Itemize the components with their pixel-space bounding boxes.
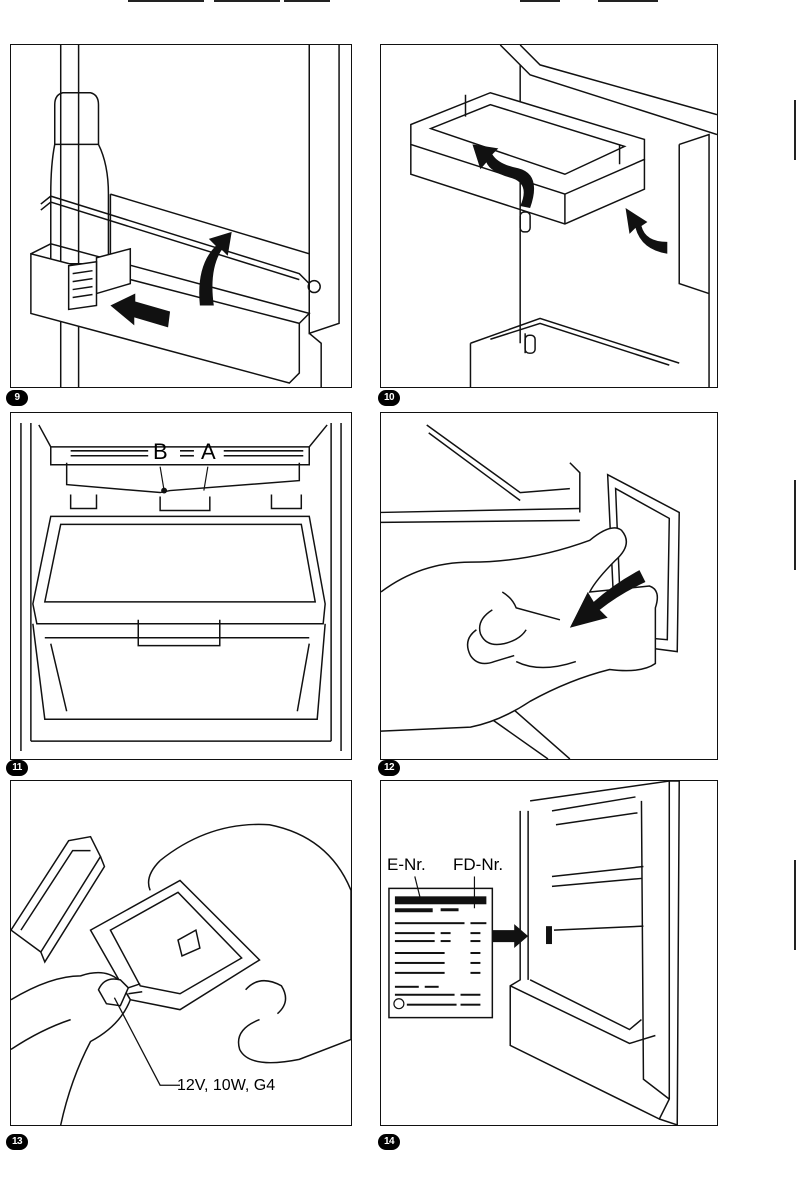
top-rule — [520, 0, 560, 2]
label-a: A — [201, 439, 216, 465]
crisper-drawer-drawing — [11, 413, 351, 759]
figure-13-illustration: 12V, 10W, G4 — [10, 780, 352, 1126]
rating-plate-drawing — [381, 781, 717, 1125]
door-rack-drawing — [11, 45, 351, 387]
figure-number: 10 — [378, 390, 400, 406]
light-cover-removal-drawing — [381, 413, 717, 759]
top-rule — [128, 0, 204, 2]
top-rule — [284, 0, 330, 2]
figure-number: 13 — [6, 1134, 28, 1150]
bulb-replacement-drawing — [11, 781, 351, 1125]
door-shelf-drawing — [381, 45, 717, 387]
label-e-nr: E-Nr. — [387, 855, 426, 875]
label-fd-nr: FD-Nr. — [453, 855, 503, 875]
figure-10-illustration — [380, 44, 718, 388]
top-rule — [598, 0, 658, 2]
figure-14-illustration: E-Nr. FD-Nr. — [380, 780, 718, 1126]
figure-11-illustration: B A — [10, 412, 352, 760]
figure-number: 14 — [378, 1134, 400, 1150]
top-rule — [214, 0, 280, 2]
figure-number: 9 — [6, 390, 28, 406]
figure-number: 12 — [378, 760, 400, 776]
figure-12-illustration — [380, 412, 718, 760]
figure-9-illustration — [10, 44, 352, 388]
figure-number: 11 — [6, 760, 28, 776]
label-b: B — [153, 439, 168, 465]
bulb-spec-label: 12V, 10W, G4 — [177, 1077, 275, 1095]
